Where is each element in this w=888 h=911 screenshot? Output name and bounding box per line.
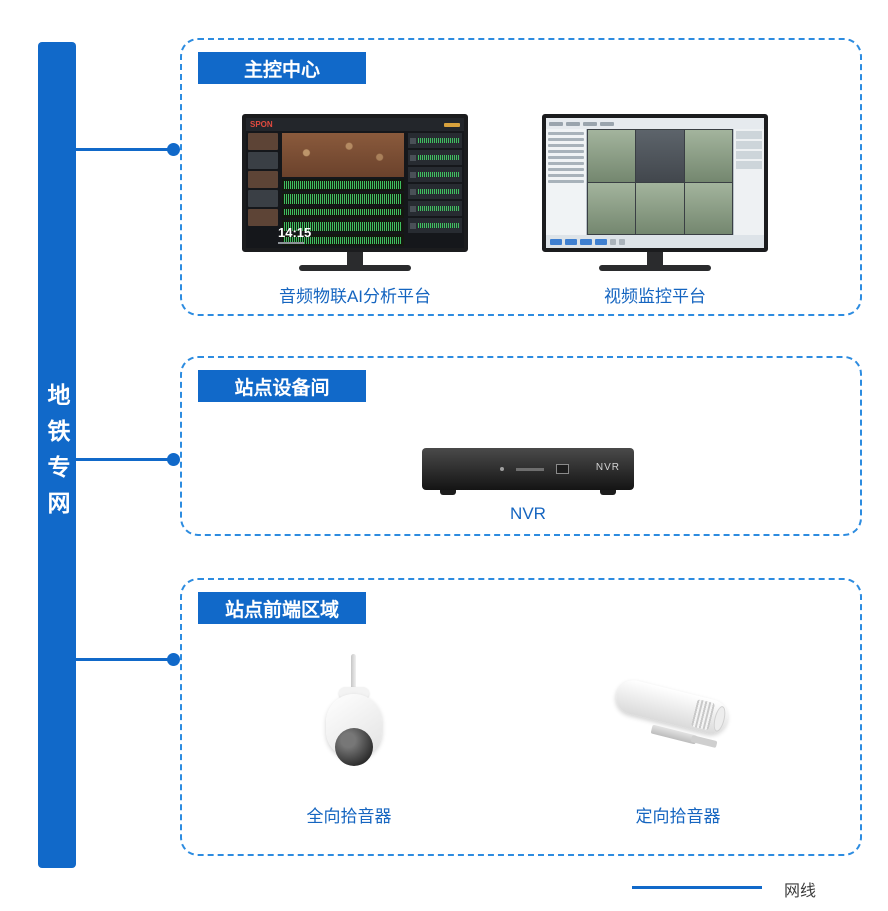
camera-view: [636, 130, 684, 182]
thumbnail-column: [246, 131, 280, 248]
clock-display: 14:15: [278, 225, 311, 244]
section-equipment-room: 站点设备间 NVR NVR: [180, 356, 862, 536]
waveform-row: [282, 234, 404, 246]
monitor-stand-neck: [647, 252, 663, 265]
channel-row: [408, 201, 462, 216]
video-platform-ui: [546, 118, 764, 248]
connector-line-frontend-area: [76, 653, 180, 666]
waveform-row: [282, 220, 404, 233]
thumbnail: [248, 152, 278, 169]
section-title-badge: 站点设备间: [198, 370, 366, 402]
device-label-audio-platform: 音频物联AI分析平台: [278, 287, 432, 306]
device-label-directional-pickup: 定向拾音器: [635, 807, 721, 826]
waveform-row: [282, 206, 404, 219]
omni-pickup-device: [299, 654, 399, 786]
monitor-stand-base: [299, 265, 411, 271]
device-label-video-platform: 视频监控平台: [604, 287, 706, 306]
menu-item: [583, 121, 597, 126]
device-label-omni-pickup: 全向拾音器: [306, 807, 392, 826]
section-frontend-area: 站点前端区域 全向拾音器 定向拾音器: [180, 578, 862, 856]
audio-ui-topbar: SPON: [246, 118, 464, 131]
mount-bracket: [690, 734, 718, 749]
toolbar-button: [610, 238, 616, 245]
metro-network-bar: 地铁专网: [38, 42, 76, 868]
audio-main-panel: [280, 131, 406, 248]
section-title-badge: 主控中心: [198, 52, 366, 84]
spon-logo: SPON: [250, 120, 273, 129]
waveform-row: [282, 179, 404, 191]
monitor-audio-platform: SPON: [242, 114, 468, 271]
front-cap: [711, 705, 728, 733]
audio-platform-ui: SPON: [246, 118, 464, 248]
metro-network-label: 地铁专网: [44, 383, 70, 527]
camera-view: [684, 130, 732, 182]
toolbar-button: [595, 238, 607, 245]
menu-item: [566, 121, 580, 126]
connector-line-control-center: [76, 143, 180, 156]
camera-image: [282, 133, 404, 177]
video-ui-toolbar: [546, 235, 764, 248]
waveform-row: [282, 192, 404, 205]
camera-view: [588, 130, 636, 182]
monitor-video-platform: [542, 114, 768, 271]
menu-item: [549, 121, 563, 126]
channel-row: [408, 133, 462, 148]
channel-row: [408, 218, 462, 233]
channel-row: [408, 167, 462, 182]
camera-view: [636, 182, 684, 234]
nvr-usb-port: [556, 464, 569, 474]
network-cable-label: 网线: [784, 883, 817, 900]
monitor-stand-base: [599, 265, 711, 271]
connector-dot: [167, 653, 180, 666]
audio-side-panel: [406, 131, 464, 248]
status-indicator: [444, 122, 460, 127]
thumbnail: [248, 190, 278, 207]
menu-item: [600, 121, 614, 126]
ptz-panel: [733, 129, 764, 235]
device-tree-panel: [546, 129, 587, 235]
section-control-center: 主控中心 SPON: [180, 38, 862, 316]
channel-row: [408, 184, 462, 199]
nvr-foot: [600, 490, 616, 495]
thumbnail: [248, 209, 278, 226]
audio-platform-screen: SPON: [242, 114, 468, 252]
device-body: [612, 676, 732, 738]
nvr-badge-text: NVR: [595, 462, 620, 473]
video-platform-screen: [542, 114, 768, 252]
toolbar-button: [580, 238, 592, 245]
network-cable-line: [632, 886, 762, 889]
connector-line-equipment-room: [76, 453, 180, 466]
monitor-stand-neck: [347, 252, 363, 265]
device-label-nvr: NVR: [510, 504, 546, 523]
toolbar-button: [550, 238, 562, 245]
thumbnail: [248, 133, 278, 150]
connector-dot: [167, 143, 180, 156]
video-ui-menubar: [546, 118, 764, 129]
nvr-led: [500, 467, 504, 471]
toolbar-button: [619, 238, 625, 245]
camera-view: [684, 182, 732, 234]
camera-grid: [587, 129, 733, 235]
camera-view: [588, 182, 636, 234]
audio-ui-body: [246, 131, 464, 248]
nvr-foot: [440, 490, 456, 495]
mic-ball: [335, 728, 373, 766]
video-ui-body: [546, 129, 764, 235]
section-title-badge: 站点前端区域: [198, 592, 366, 624]
ridged-ring: [690, 698, 716, 731]
channel-row: [408, 150, 462, 165]
directional-pickup-device: [607, 676, 757, 776]
connector-dot: [167, 453, 180, 466]
toolbar-button: [565, 238, 577, 245]
nvr-slot: [516, 468, 544, 471]
antenna: [351, 654, 356, 694]
nvr-device: NVR: [422, 448, 634, 495]
thumbnail: [248, 171, 278, 188]
